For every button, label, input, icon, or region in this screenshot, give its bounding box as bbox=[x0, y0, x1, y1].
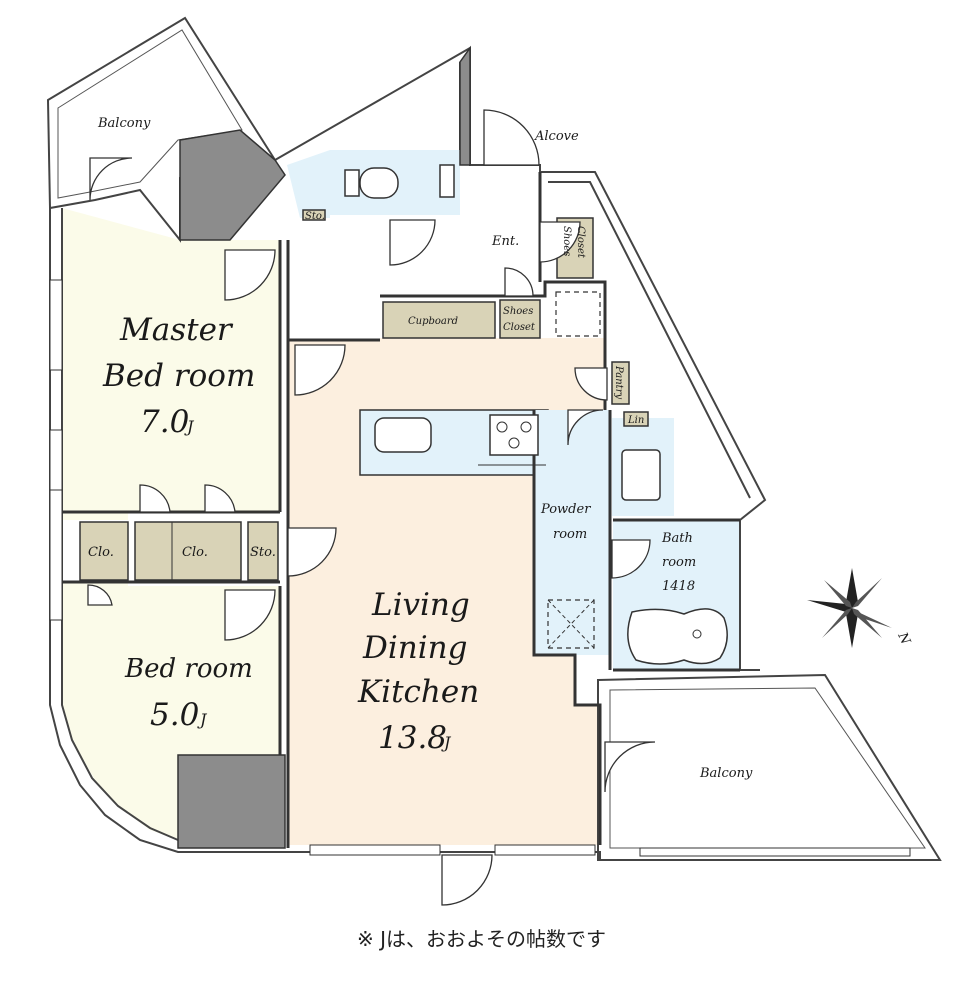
closet-1 bbox=[79, 521, 129, 581]
master-bed-size: 7.0 bbox=[140, 404, 189, 440]
doors bbox=[87, 109, 656, 906]
ent-label: Ent. bbox=[491, 234, 519, 249]
pantry-label: Pantry bbox=[613, 365, 624, 399]
closet-1-label: Clo. bbox=[88, 545, 114, 560]
stove-icon bbox=[489, 414, 539, 456]
alcove-label: Alcove bbox=[534, 129, 579, 144]
linen-label: Lin bbox=[627, 415, 644, 426]
windows-west bbox=[49, 279, 63, 621]
bathtub-icon bbox=[627, 608, 728, 665]
balcony-right-label: Balcony bbox=[699, 766, 753, 781]
column-north bbox=[179, 129, 286, 241]
shoes-closet-a-label-2: Closet bbox=[575, 226, 586, 259]
fridge-space bbox=[555, 291, 601, 337]
master-bed-label-2: Bed room bbox=[102, 358, 255, 394]
cupboard-label: Cupboard bbox=[408, 316, 458, 327]
ldk-label-2: Dining bbox=[362, 630, 467, 666]
bath-label-2: room bbox=[662, 555, 696, 570]
powder-label-2: room bbox=[553, 527, 587, 542]
bed-unit: J bbox=[197, 710, 208, 729]
compass-rose-icon bbox=[807, 568, 892, 648]
shoes-closet-b-label-1: Shoes bbox=[503, 306, 533, 317]
bedroom-area bbox=[62, 582, 280, 840]
wall-west bbox=[49, 208, 288, 853]
balcony-right-outline bbox=[597, 673, 942, 861]
closet-2 bbox=[134, 521, 242, 581]
shoes-closet-b-label-2: Closet bbox=[503, 322, 536, 333]
sink-icon bbox=[374, 417, 432, 453]
storage-1-label: Sto. bbox=[250, 545, 276, 560]
toilet-tank-icon bbox=[344, 169, 360, 197]
balcony-right-inner bbox=[609, 687, 926, 849]
storage-2-label: Sto. bbox=[305, 211, 325, 222]
interior-walls bbox=[62, 172, 740, 848]
area-unit-note: ※ Jは、おおよその帖数です bbox=[356, 927, 606, 951]
toilet-sink-icon bbox=[439, 164, 455, 198]
washbasin-icon bbox=[621, 449, 661, 501]
master-bed-label-1: Master bbox=[119, 312, 234, 348]
column-northeast bbox=[459, 45, 471, 166]
stove-burner-1 bbox=[496, 421, 508, 433]
bath-label-3: 1418 bbox=[662, 579, 695, 594]
storage-1 bbox=[247, 521, 279, 581]
ldk-unit: J bbox=[441, 733, 452, 752]
bath-label-1: Bath bbox=[661, 531, 693, 546]
powder-label-1: Powder bbox=[540, 502, 591, 517]
ldk-label-3: Kitchen bbox=[357, 674, 479, 710]
ldk-size: 13.8 bbox=[378, 720, 447, 756]
cupboard bbox=[382, 301, 496, 339]
stove-burner-3 bbox=[508, 437, 520, 449]
bath-drain-icon bbox=[692, 629, 702, 639]
master-bed-unit: J bbox=[184, 417, 195, 436]
shoes-closet-b bbox=[499, 299, 541, 339]
wall-west-inner bbox=[61, 208, 179, 841]
closet-2-label: Clo. bbox=[182, 545, 208, 560]
balcony-top-inner bbox=[57, 29, 243, 199]
compass-north-label: N bbox=[894, 629, 913, 647]
shoes-closet-a-label-1: Shoes bbox=[561, 226, 572, 256]
linen bbox=[623, 411, 649, 427]
laundry-pan bbox=[547, 599, 595, 649]
stove-burner-2 bbox=[520, 421, 532, 433]
toilet-icon bbox=[359, 167, 399, 199]
column-south bbox=[177, 754, 286, 849]
bed-label: Bed room bbox=[124, 654, 253, 684]
storage-2 bbox=[302, 209, 326, 221]
balcony-top-label: Balcony bbox=[97, 116, 151, 131]
pantry bbox=[611, 361, 630, 405]
windows-south bbox=[309, 844, 911, 857]
bed-size: 5.0 bbox=[150, 697, 199, 733]
ldk-label-1: Living bbox=[371, 587, 470, 623]
